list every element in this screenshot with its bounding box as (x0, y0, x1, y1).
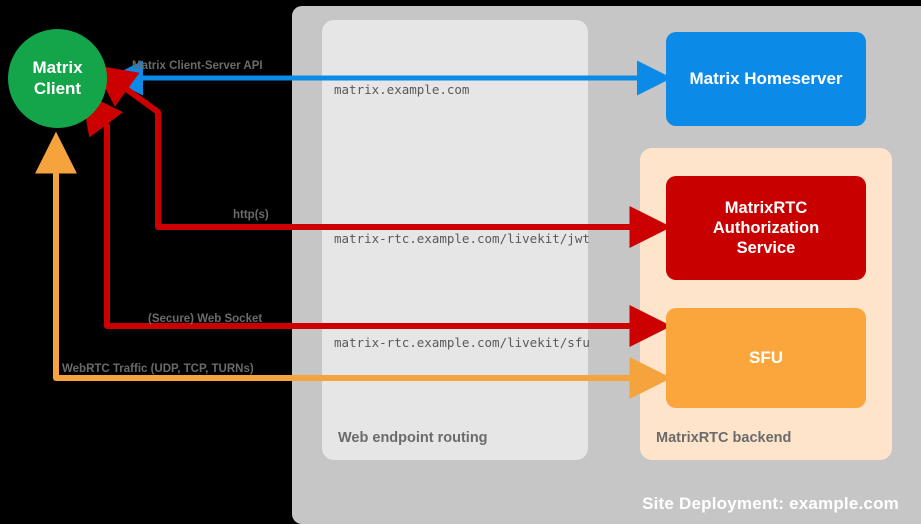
node-matrixrtc-authorization-service-label: MatrixRTC Authorization Service (713, 198, 819, 258)
endpoint-url-livekit-sfu: matrix-rtc.example.com/livekit/sfu (334, 335, 590, 350)
site-deployment-label: Site Deployment: example.com (642, 494, 899, 513)
edge-label-websocket: (Secure) Web Socket (148, 313, 263, 325)
auth-label-line3: Service (736, 239, 796, 258)
edge-label-matrix-client-server-api: Matrix Client-Server API (132, 60, 263, 72)
endpoint-url-matrix: matrix.example.com (334, 82, 470, 97)
edge-https (93, 65, 672, 248)
node-matrix-homeserver[interactable]: Matrix Homeserver (666, 32, 866, 126)
matrixrtc-backend-label: MatrixRTC backend (656, 430, 792, 446)
node-matrixrtc-authorization-service[interactable]: MatrixRTC Authorization Service (666, 176, 866, 280)
node-sfu[interactable]: SFU (666, 308, 866, 408)
client-label-line1: Matrix (32, 57, 83, 77)
client-label-line2: Client (33, 78, 82, 98)
node-matrix-client[interactable]: Matrix Client (8, 29, 107, 128)
auth-label-line1: MatrixRTC (724, 198, 808, 217)
edge-webrtc-traffic (35, 131, 672, 399)
web-endpoint-routing-panel: matrix.example.com matrix-rtc.example.co… (322, 20, 590, 460)
web-endpoint-routing-label: Web endpoint routing (338, 430, 488, 446)
endpoint-url-livekit-jwt: matrix-rtc.example.com/livekit/jwt (334, 231, 590, 246)
edge-label-https: http(s) (233, 209, 269, 221)
node-matrix-homeserver-label: Matrix Homeserver (689, 68, 843, 88)
edge-websocket (80, 91, 672, 347)
auth-label-line2: Authorization (712, 218, 820, 237)
edge-label-webrtc-traffic: WebRTC Traffic (UDP, TCP, TURNs) (62, 363, 254, 375)
node-matrix-client-label: Matrix Client (32, 58, 82, 99)
node-sfu-label: SFU (749, 347, 783, 367)
